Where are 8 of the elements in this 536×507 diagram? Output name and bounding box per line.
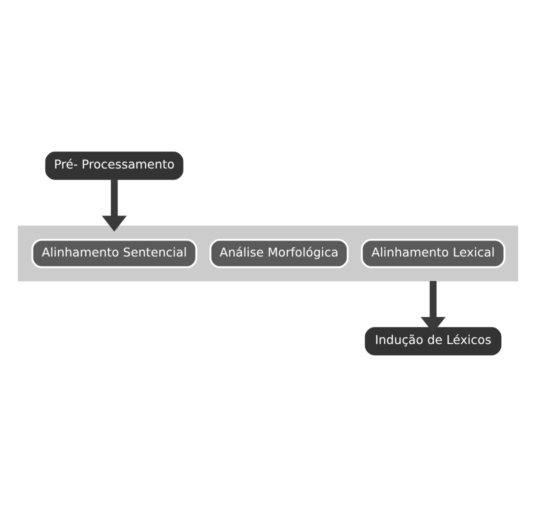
node-box: Indução de Léxicos (364, 327, 502, 356)
node-box: Pré- Processamento (45, 152, 184, 180)
node-box: Alinhamento Lexical (360, 238, 506, 268)
node-box: Análise Morfológica (209, 238, 349, 268)
node-box: Alinhamento Sentencial (31, 238, 198, 268)
arrow (102, 180, 127, 232)
cluster (18, 226, 518, 282)
arrow (420, 280, 446, 333)
